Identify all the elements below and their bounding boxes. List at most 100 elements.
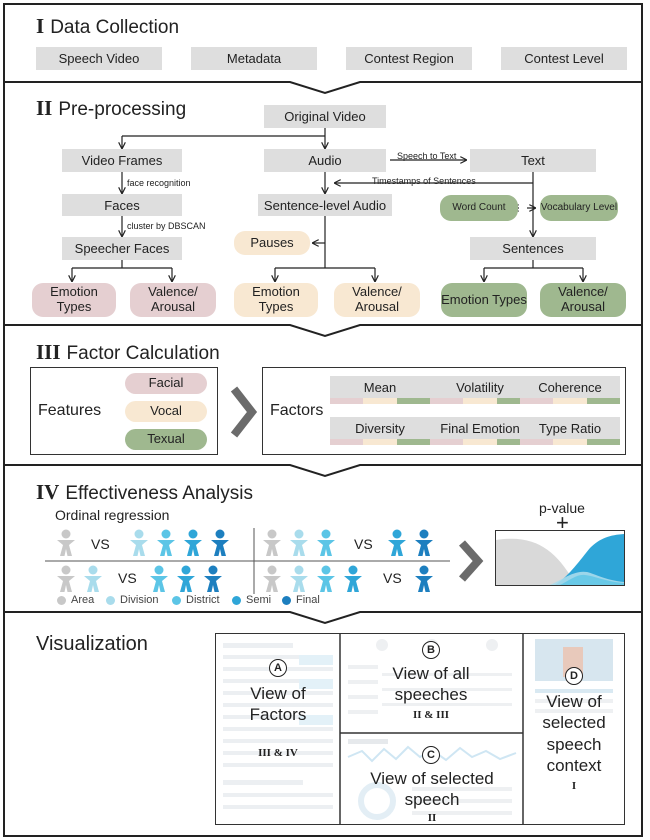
person-area-icon	[263, 565, 281, 592]
all-speeches-thumbnail	[348, 639, 512, 714]
view-a-roman: III & IV	[258, 747, 298, 759]
factor-final-emotion: Final Emotion	[430, 417, 530, 445]
view-of-all-speeches-title: View of all speeches	[392, 664, 470, 705]
legend-semi-label: Semi	[246, 594, 272, 606]
section2-roman: II	[36, 96, 53, 120]
legend-division: Division	[106, 594, 159, 606]
person-final-icon	[204, 565, 222, 592]
view-d-roman: I	[571, 780, 577, 792]
sentences-box: Sentences	[470, 237, 596, 260]
vs-label-1: VS	[91, 536, 110, 552]
audio-box: Audio	[264, 149, 386, 172]
person-semi-icon	[388, 529, 406, 556]
sentence-audio-box: Sentence-level Audio	[258, 194, 392, 216]
speech-to-text-label: Speech to Text	[397, 151, 457, 161]
section3-title: Factor Calculation	[66, 343, 220, 364]
legend-semi-dot	[232, 595, 241, 605]
legend-division-dot	[106, 595, 115, 605]
badge-c: C	[422, 746, 440, 764]
person-district-icon	[150, 565, 168, 592]
faces-box: Faces	[62, 194, 182, 216]
legend-area-label: Area	[71, 594, 95, 606]
legend-area: Area	[57, 594, 94, 606]
diagram-frame	[3, 3, 643, 837]
view-of-speech-context-title: View of selected speech context	[542, 692, 606, 775]
legend-district-label: District	[186, 594, 220, 606]
person-district-icon	[317, 529, 335, 556]
factor-mean-label: Mean	[330, 376, 430, 398]
pauses-pill: Pauses	[234, 231, 310, 255]
cluster-label: cluster by DBSCAN	[127, 221, 206, 231]
item-contest-level: Contest Level	[501, 47, 627, 70]
text-valence-pill: Valence/ Arousal	[540, 283, 626, 317]
person-division-icon	[84, 565, 102, 592]
person-final-icon	[415, 529, 433, 556]
person-district-icon	[157, 529, 175, 556]
original-video-box: Original Video	[264, 105, 386, 128]
feature-facial: Facial	[125, 373, 207, 394]
section1-title: Data Collection	[50, 17, 180, 38]
factor-volatility-label: Volatility	[430, 376, 530, 398]
word-count-pill: Word Count	[440, 195, 518, 221]
person-division-icon	[290, 529, 308, 556]
ordinal-regression-label: Ordinal regression	[55, 507, 170, 523]
feature-texual: Texual	[125, 429, 207, 450]
audio-valence-pill: Valence/ Arousal	[334, 283, 420, 317]
section3-roman: III	[36, 340, 61, 364]
vs-label-2: VS	[354, 536, 373, 552]
item-metadata: Metadata	[191, 47, 317, 70]
factor-final-emotion-label: Final Emotion	[430, 417, 530, 439]
text-box: Text	[470, 149, 596, 172]
section2-title: Pre-processing	[58, 99, 187, 120]
badge-d: D	[565, 667, 583, 685]
selected-speech-thumbnail	[347, 739, 517, 820]
factors-label: Factors	[270, 402, 324, 419]
vocab-level-pill: Vocabulary Level	[540, 195, 618, 221]
person-semi-icon	[177, 565, 195, 592]
face-emotion-pill: Emotion Types	[32, 283, 116, 317]
factor-coherence-label: Coherence	[520, 376, 620, 398]
view-of-selected-speech-title: View of selected speech	[370, 769, 494, 810]
legend-district: District	[172, 594, 220, 606]
face-recognition-label: face recognition	[127, 178, 191, 188]
view-c-roman: II	[427, 812, 437, 824]
legend-district-dot	[172, 595, 181, 605]
person-division-icon	[130, 529, 148, 556]
section5-title: Visualization	[36, 633, 148, 655]
item-speech-video: Speech Video	[36, 47, 162, 70]
factor-diversity: Diversity	[330, 417, 430, 445]
audio-emotion-pill: Emotion Types	[234, 283, 318, 317]
person-district-icon	[317, 565, 335, 592]
vs-label-4: VS	[383, 570, 402, 586]
pvalue-label: p-value	[539, 500, 585, 516]
factor-diversity-label: Diversity	[330, 417, 430, 439]
badge-a: A	[269, 659, 287, 677]
factors-view-thumbnail	[223, 643, 333, 809]
factor-mean: Mean	[330, 376, 430, 404]
legend-final-dot	[282, 595, 291, 605]
person-division-icon	[290, 565, 308, 592]
feature-vocal: Vocal	[125, 401, 207, 422]
speech-context-thumbnail	[535, 639, 613, 713]
view-of-factors-title: View of Factors	[249, 684, 307, 725]
factor-type-ratio-label: Type Ratio	[520, 417, 620, 439]
legend-division-label: Division	[120, 594, 159, 606]
section4-roman: IV	[36, 480, 60, 504]
features-label: Features	[38, 402, 102, 419]
person-final-icon	[211, 529, 229, 556]
person-semi-icon	[344, 565, 362, 592]
face-valence-pill: Valence/ Arousal	[130, 283, 216, 317]
factor-coherence: Coherence	[520, 376, 620, 404]
vs-label-3: VS	[118, 570, 137, 586]
person-semi-icon	[184, 529, 202, 556]
person-area-icon	[263, 529, 281, 556]
factor-volatility: Volatility	[430, 376, 530, 404]
